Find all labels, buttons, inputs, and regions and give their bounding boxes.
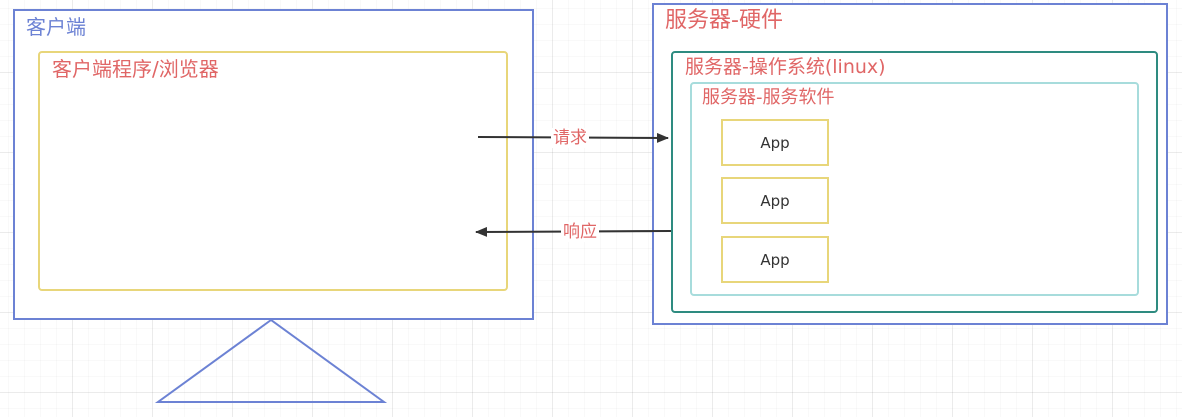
response-label: 响应: [561, 222, 599, 243]
app-box-1: App: [721, 119, 829, 166]
client-title: 客户端: [26, 15, 86, 39]
monitor-stand-triangle: [154, 318, 388, 403]
browser-title: 客户端程序/浏览器: [52, 57, 219, 81]
browser-box: 客户端程序/浏览器: [38, 51, 508, 291]
server-software-title: 服务器-服务软件: [702, 87, 835, 108]
app-box-2: App: [721, 177, 829, 224]
request-label: 请求: [551, 128, 589, 149]
app-box-3: App: [721, 236, 829, 283]
server-os-title: 服务器-操作系统(linux): [685, 56, 886, 78]
server-hardware-title: 服务器-硬件: [665, 8, 783, 33]
